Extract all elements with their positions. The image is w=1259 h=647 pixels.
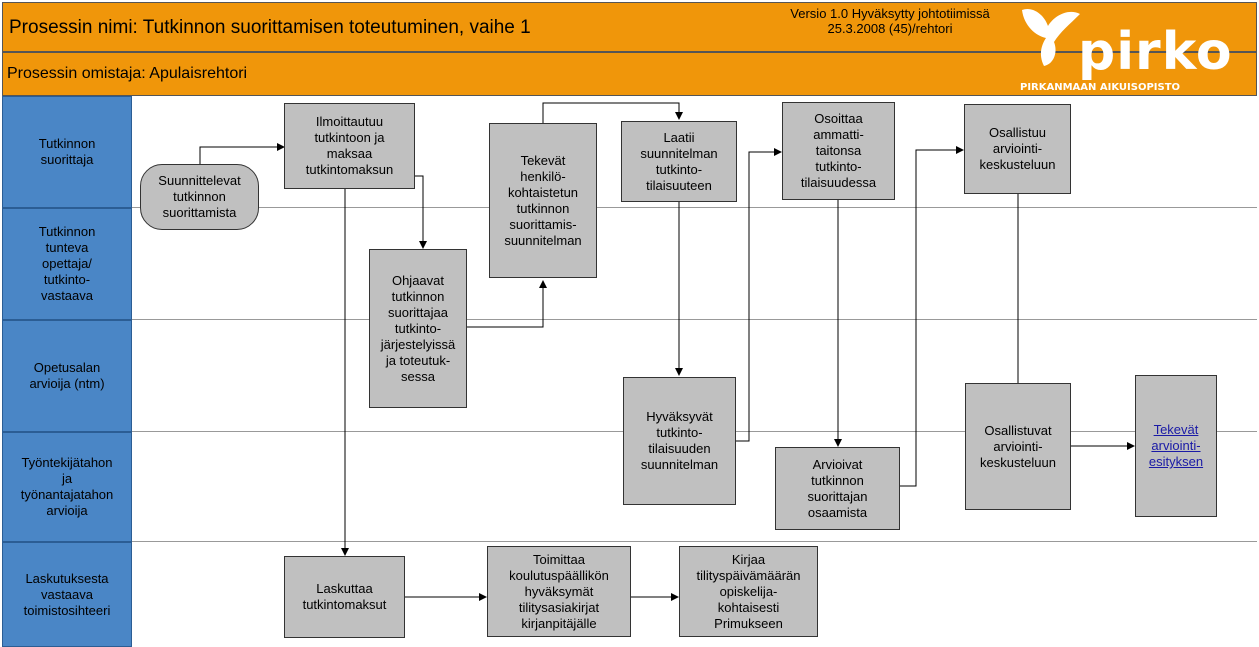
lane-label-text: Laskutuksesta vastaava toimistosihteeri	[23, 570, 111, 618]
lane-divider	[132, 541, 1257, 542]
step-tekevat-arviointiesityksen[interactable]: Tekevät arviointi- esityksen	[1135, 375, 1217, 517]
process-owner: Prosessin omistaja: Apulaisrehtori	[7, 65, 248, 82]
lane-divider	[132, 207, 1257, 208]
step-text: Tekevät henkilö- kohtaistetun tutkinnon …	[504, 152, 582, 248]
lane-laskutus-toimistosihteeri: Laskutuksesta vastaava toimistosihteeri	[2, 542, 132, 647]
step-kirjaa-tilityspaivamaaran[interactable]: Kirjaa tilityspäivämäärän opiskelija- ko…	[679, 546, 818, 637]
step-text: Toimittaa koulutuspäällikön hyväksymät t…	[509, 551, 609, 631]
step-start-suunnittelevat[interactable]: Suunnittelevat tutkinnon suorittamista	[140, 164, 259, 230]
step-text: Laatii suunnitelman tutkinto- tilaisuute…	[640, 129, 718, 193]
step-text: Osallistuvat arviointi- keskusteluun	[980, 422, 1056, 470]
version-line-1: Versio 1.0 Hyväksytty johtotiimissä	[790, 6, 990, 21]
lane-label-text: Opetusalan arvioija (ntm)	[29, 360, 105, 391]
pirko-logo-icon	[1022, 8, 1080, 67]
step-laatii-suunnitelman[interactable]: Laatii suunnitelman tutkinto- tilaisuute…	[621, 121, 737, 202]
step-text: Laskuttaa tutkintomaksut	[302, 581, 387, 612]
arviointiesitys-link[interactable]: Tekevät arviointi- esityksen	[1148, 422, 1204, 469]
lane-opettaja-tutkintovastaava: Tutkinnon tunteva opettaja/ tutkinto- va…	[2, 208, 132, 320]
step-text: Ilmoittautuu tutkintoon ja maksaa tutkin…	[305, 114, 394, 177]
step-osallistuu-keskusteluun[interactable]: Osallistuu arviointi- keskusteluun	[964, 104, 1071, 194]
version-line-2: 25.3.2008 (45)/rehtori	[827, 21, 953, 36]
step-text: Kirjaa tilityspäivämäärän opiskelija- ko…	[696, 551, 801, 631]
step-osoittaa-ammattitaitonsa[interactable]: Osoittaa ammatti- taitonsa tutkinto- til…	[782, 102, 895, 200]
step-tekevat-suunnitelman[interactable]: Tekevät henkilö- kohtaistetun tutkinnon …	[489, 123, 597, 278]
step-laskuttaa[interactable]: Laskuttaa tutkintomaksut	[284, 556, 405, 638]
logo-wordmark: pirko	[1078, 22, 1233, 82]
step-text: Arvioivat tutkinnon suorittajan osaamist…	[807, 456, 868, 520]
step-hyvaksyvat[interactable]: Hyväksyvät tutkinto- tilaisuuden suunnit…	[623, 377, 736, 505]
step-text: Osoittaa ammatti- taitonsa tutkinto- til…	[800, 111, 877, 190]
step-text: Osallistuu arviointi- keskusteluun	[979, 125, 1056, 172]
step-text: Suunnittelevat tutkinnon suorittamista	[158, 173, 241, 220]
step-toimittaa-tilitysasiakirjat[interactable]: Toimittaa koulutuspäällikön hyväksymät t…	[487, 546, 631, 637]
process-title: Prosessin nimi: Tutkinnon suorittamisen …	[9, 17, 531, 38]
lane-tyontekija-tyonantaja-arvioija: Työntekijätahon ja työnantajatahon arvio…	[2, 432, 132, 542]
version-info: Versio 1.0 Hyväksytty johtotiimissä 25.3…	[740, 6, 1040, 36]
lane-label-text: Tutkinnon suorittaja	[38, 136, 96, 167]
lane-tutkinnon-suorittaja: Tutkinnon suorittaja	[2, 96, 132, 208]
logo-subtitle: PIRKANMAAN AIKUISOPISTO	[1020, 82, 1181, 93]
step-osallistuvat-keskusteluun[interactable]: Osallistuvat arviointi- keskusteluun	[965, 383, 1071, 510]
step-text: Ohjaavat tutkinnon suorittajaa tutkinto-…	[380, 272, 456, 384]
lane-divider	[132, 319, 1257, 320]
lane-label-text: Tutkinnon tunteva opettaja/ tutkinto- va…	[38, 224, 96, 303]
step-text: Hyväksyvät tutkinto- tilaisuuden suunnit…	[640, 409, 719, 472]
step-arvioivat-osaamista[interactable]: Arvioivat tutkinnon suorittajan osaamist…	[775, 447, 900, 530]
lane-label-text: Työntekijätahon ja työnantajatahon arvio…	[20, 455, 114, 518]
step-ilmoittautuu[interactable]: Ilmoittautuu tutkintoon ja maksaa tutkin…	[284, 103, 415, 189]
lane-opetusalan-arvioija: Opetusalan arvioija (ntm)	[2, 320, 132, 432]
step-ohjaavat[interactable]: Ohjaavat tutkinnon suorittajaa tutkinto-…	[369, 249, 467, 408]
